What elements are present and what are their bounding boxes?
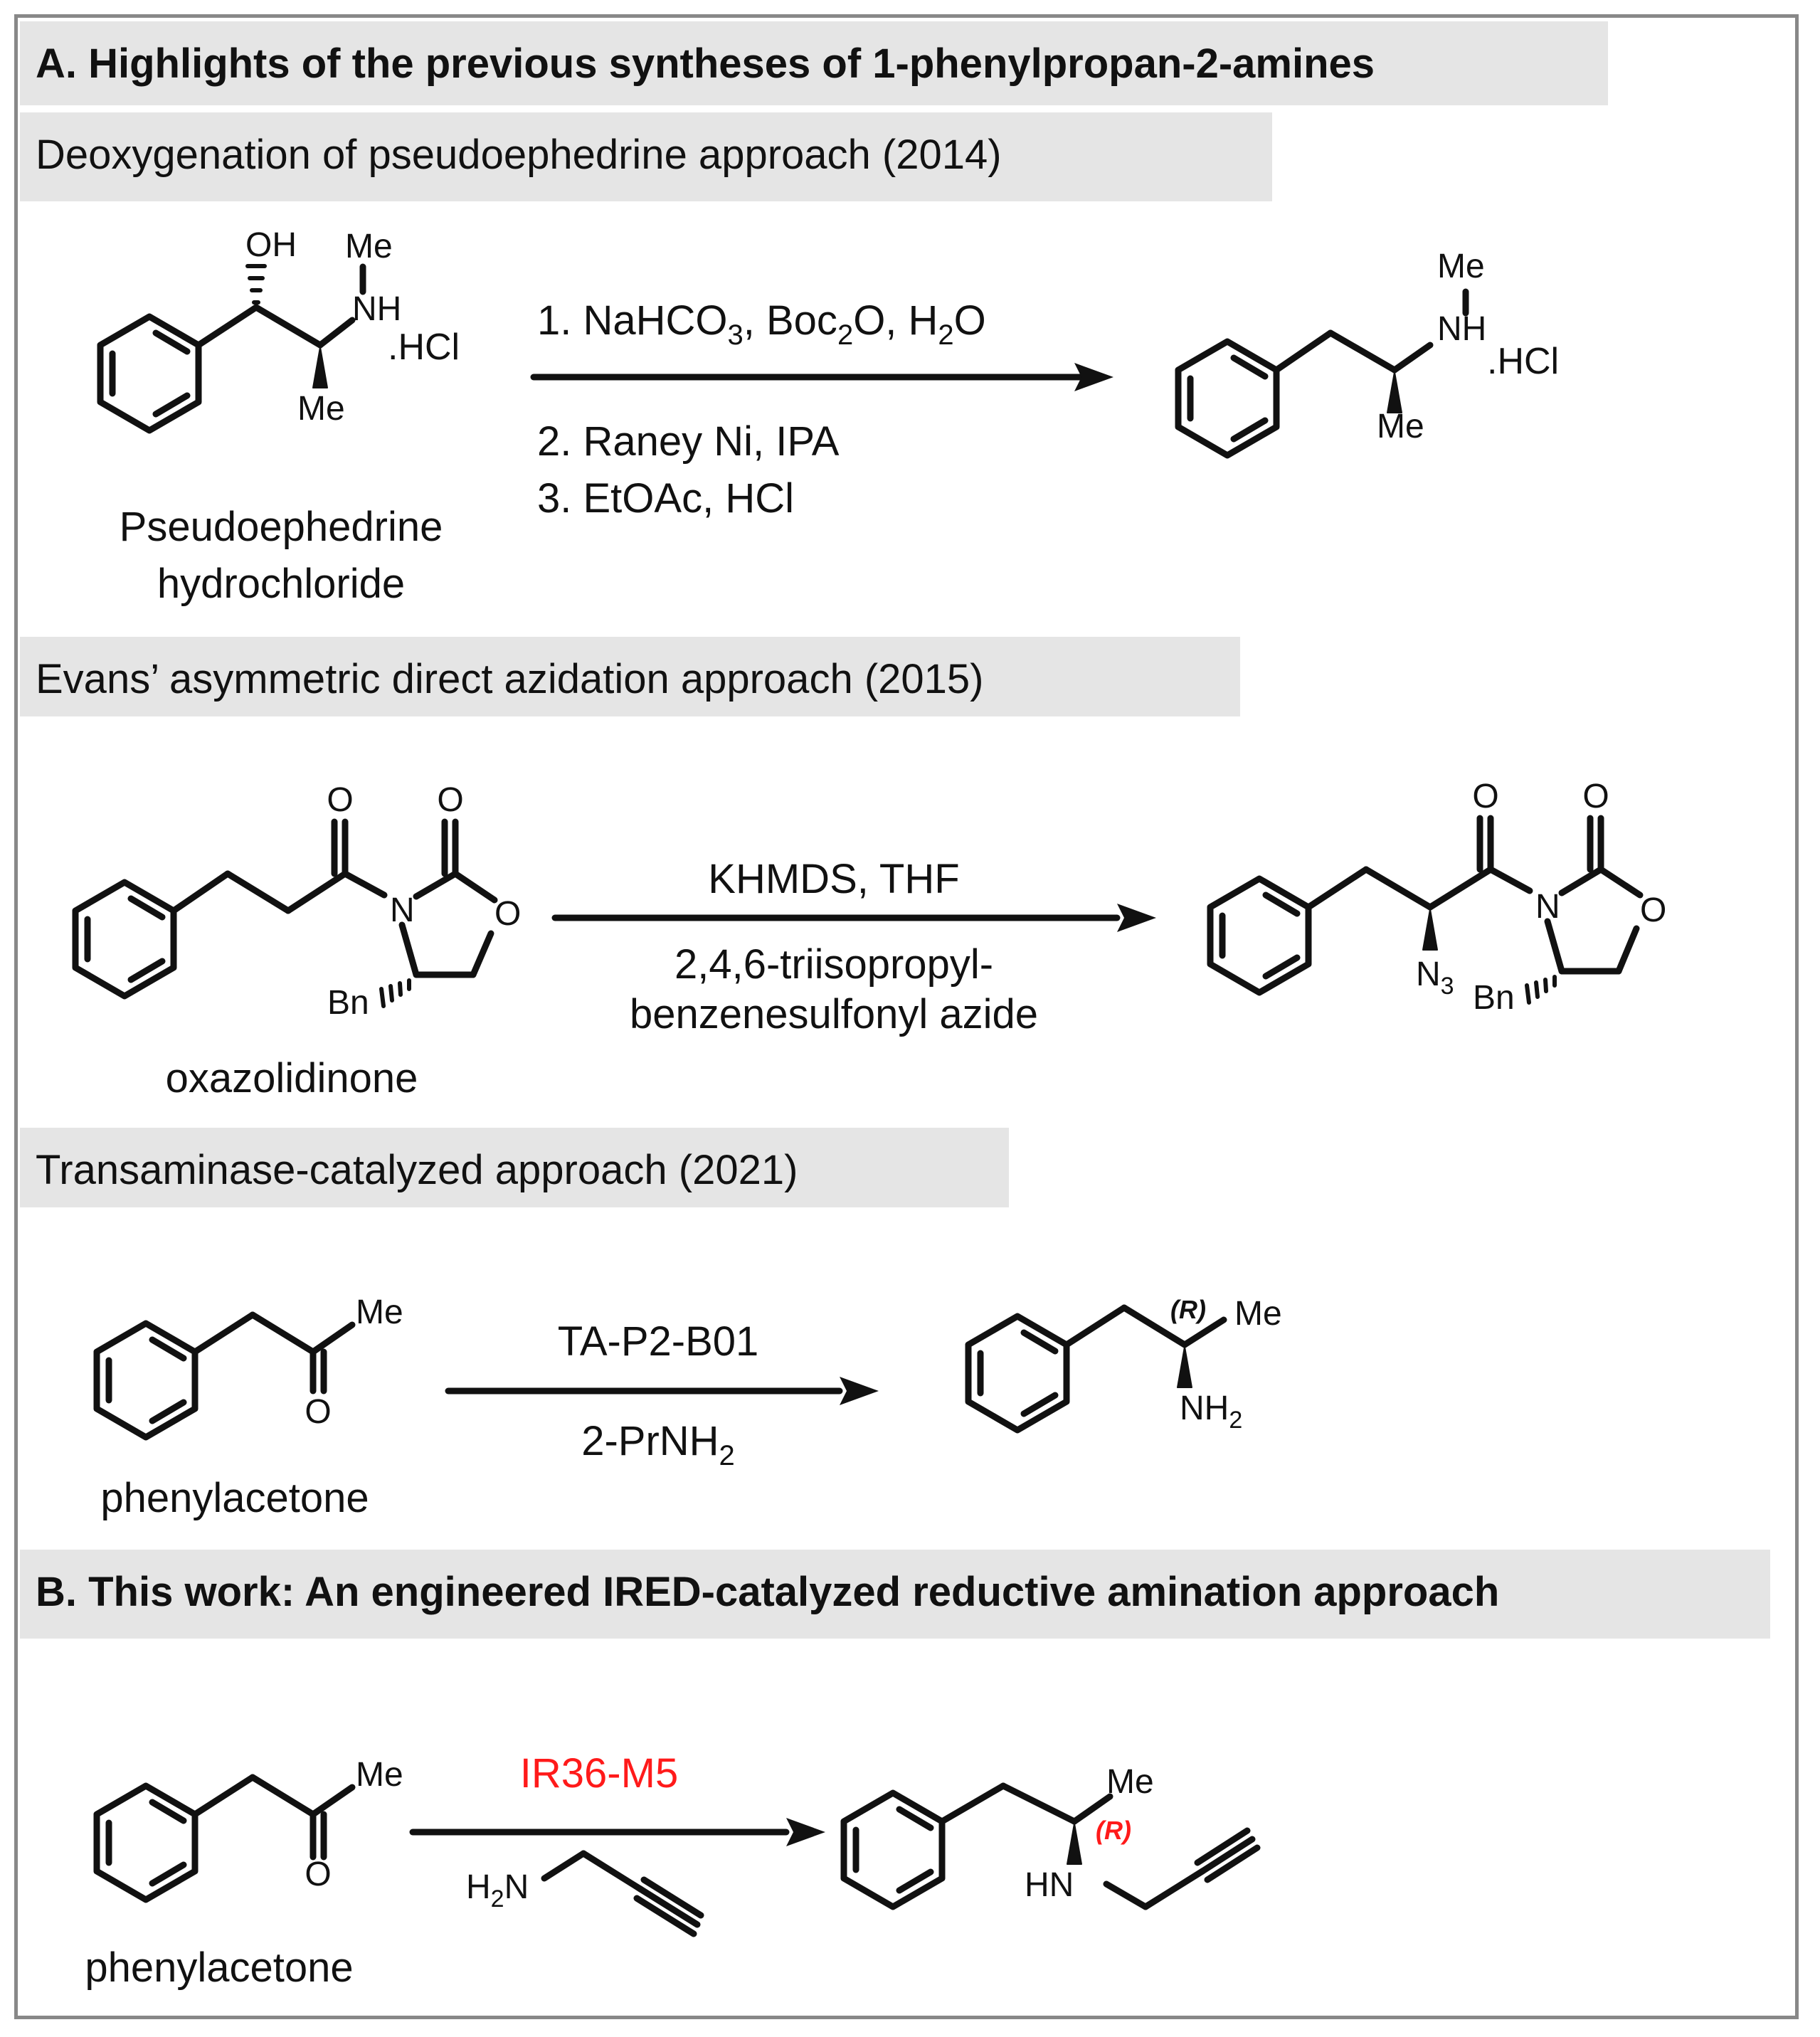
phenylacetone-structure-a [93, 1311, 356, 1441]
product-1-hcl: .HCl [1487, 341, 1559, 382]
hcl-salt: .HCl [388, 327, 460, 368]
enzyme-label: IR36-M5 [520, 1750, 678, 1797]
product-2-o-ring-carbonyl: O [1582, 778, 1609, 815]
propargylamine-h2n: H2N [466, 1868, 529, 1912]
product-2-o-carbonyl: O [1472, 778, 1498, 815]
product-b-me: Me [1106, 1763, 1154, 1801]
pseudoephedrine-name-2: hydrochloride [157, 561, 405, 607]
atom-me-bottom: Me [297, 390, 345, 428]
pseudoephedrine-structure [97, 304, 356, 434]
product-2-o-ring: O [1640, 891, 1666, 929]
route-3-reagent-top: TA-P2-B01 [558, 1318, 759, 1365]
atom-o-ring-carbonyl: O [437, 781, 463, 819]
section-a-title: A. Highlights of the previous syntheses … [20, 21, 1608, 105]
product-1-me-bottom: Me [1377, 408, 1424, 445]
amphetamine-structure [965, 1304, 1227, 1434]
route-1-heading: Deoxygenation of pseudoephedrine approac… [20, 112, 1272, 201]
hashed-wedge-bn [379, 978, 411, 1008]
product-2-n3: N3 [1416, 956, 1454, 1000]
oxazolidinone-structure [72, 818, 498, 1000]
product-2-bn: Bn [1473, 979, 1515, 1017]
phenylacetone-name-a: phenylacetone [100, 1475, 369, 1521]
route-1-conditions-1: 1. NaHCO3, Boc2O, H2O [537, 297, 986, 351]
n-propargyl-amphetamine-structure [840, 1782, 1261, 1910]
route-1-conditions-3: 3. EtOAc, HCl [537, 475, 794, 522]
propargylamine-structure [541, 1850, 704, 1937]
hashed-wedge-oh [245, 264, 267, 305]
oxazolidinone-name: oxazolidinone [166, 1055, 418, 1101]
azido-oxazolidinone-structure [1207, 815, 1644, 996]
route-3-o: O [305, 1393, 331, 1431]
route-2-reagent-bottom-1: 2,4,6-triisopropyl- [674, 941, 993, 988]
route-2-reagent-top: KHMDS, THF [708, 856, 959, 902]
product-1-me-top: Me [1437, 248, 1485, 285]
route-3-product-r: (R) [1170, 1295, 1206, 1324]
product-b-hn: HN [1025, 1866, 1074, 1904]
section-b-o: O [305, 1856, 331, 1893]
bold-wedge-me [312, 346, 328, 388]
atom-n: N [390, 891, 415, 929]
product-b-r: (R) [1096, 1816, 1131, 1845]
route-2-reagent-bottom-2: benzenesulfonyl azide [630, 991, 1038, 1037]
route-3-me: Me [356, 1293, 403, 1331]
product-2-n: N [1535, 888, 1560, 926]
section-b-title: B. This work: An engineered IRED-catalyz… [20, 1550, 1770, 1639]
phenylacetone-structure-b [93, 1774, 356, 1903]
section-b-me: Me [356, 1756, 403, 1794]
route-3-reagent-bottom: 2-PrNH2 [581, 1418, 735, 1471]
atom-bn: Bn [327, 984, 369, 1022]
pseudoephedrine-name: Pseudoephedrine [120, 504, 443, 550]
atom-oh: OH [245, 226, 297, 264]
figure-frame [14, 14, 1799, 2019]
atom-o-ring: O [494, 895, 521, 933]
product-1-nh: NH [1437, 310, 1486, 348]
atom-o-carbonyl: O [327, 781, 353, 819]
route-1-conditions-2: 2. Raney Ni, IPA [537, 418, 840, 465]
route-3-product-me: Me [1234, 1295, 1282, 1333]
atom-me-top: Me [345, 228, 393, 265]
phenylacetone-name-b: phenylacetone [85, 1945, 353, 1991]
atom-nh: NH [352, 290, 401, 328]
route-3-heading: Transaminase-catalyzed approach (2021) [20, 1128, 1009, 1207]
route-2-heading: Evans’ asymmetric direct azidation appro… [20, 637, 1240, 716]
methamphetamine-hcl-structure [1175, 288, 1469, 459]
route-3-product-nh2: NH2 [1180, 1390, 1242, 1434]
